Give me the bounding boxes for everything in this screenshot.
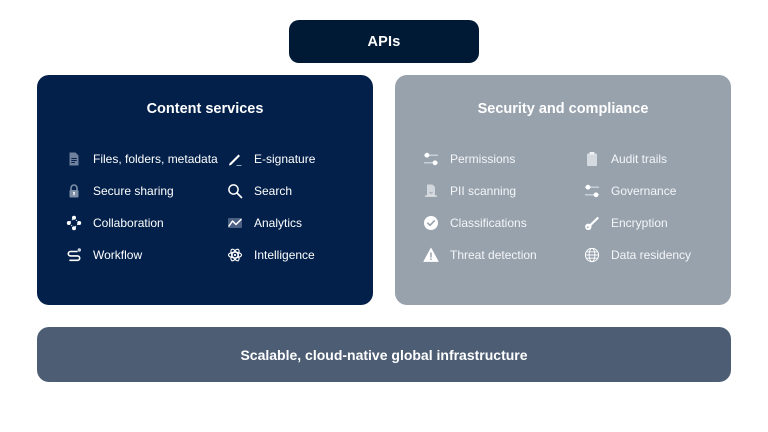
apis-box: APIs (289, 20, 479, 63)
content-item-secure-sharing: Secure sharing (66, 181, 174, 201)
content-item-e-signature: E-signature (227, 149, 315, 169)
security-compliance-panel: Security and compliance Permissions PII … (395, 75, 731, 305)
security-item-data-residency: Data residency (584, 245, 691, 265)
key-icon (584, 215, 600, 231)
search-icon (227, 183, 243, 199)
infrastructure-label: Scalable, cloud-native global infrastruc… (240, 346, 528, 363)
content-services-panel: Content services Files, folders, metadat… (37, 75, 373, 305)
security-item-label: Classifications (450, 216, 527, 230)
security-item-label: Data residency (611, 248, 692, 262)
document-scan-icon (423, 183, 439, 199)
security-item-label: Threat detection (450, 248, 537, 262)
content-item-files: Files, folders, metadata (66, 149, 218, 169)
security-item-label: PII scanning (450, 184, 517, 198)
check-circle-icon (423, 215, 439, 231)
content-item-label: Collaboration (93, 216, 164, 230)
pen-icon (227, 151, 243, 167)
content-item-label: E-signature (254, 152, 316, 166)
sliders-icon (423, 151, 439, 167)
clipboard-icon (584, 151, 600, 167)
document-icon (66, 151, 82, 167)
security-compliance-title: Security and compliance (477, 101, 649, 117)
atom-icon (227, 247, 243, 263)
security-item-label: Encryption (611, 216, 668, 230)
analytics-chart-icon (227, 215, 243, 231)
workflow-icon (66, 247, 82, 263)
content-item-label: Secure sharing (93, 184, 174, 198)
security-item-label: Governance (611, 184, 677, 198)
content-item-analytics: Analytics (227, 213, 302, 233)
security-item-pii-scanning: PII scanning (423, 181, 516, 201)
security-item-audit-trails: Audit trails (584, 149, 667, 169)
content-item-label: Files, folders, metadata (93, 152, 218, 166)
security-item-encryption: Encryption (584, 213, 668, 233)
content-item-label: Intelligence (254, 248, 315, 262)
content-item-intelligence: Intelligence (227, 245, 315, 265)
security-item-threat-detection: Threat detection (423, 245, 537, 265)
security-item-governance: Governance (584, 181, 676, 201)
globe-icon (584, 247, 600, 263)
lock-icon (66, 183, 82, 199)
security-item-label: Audit trails (611, 152, 668, 166)
collaboration-nodes-icon (66, 215, 82, 231)
content-services-title: Content services (146, 101, 264, 117)
content-item-label: Search (254, 184, 293, 198)
security-item-classifications: Classifications (423, 213, 527, 233)
security-item-label: Permissions (450, 152, 516, 166)
content-item-collaboration: Collaboration (66, 213, 164, 233)
content-item-label: Workflow (93, 248, 143, 262)
warning-triangle-icon (423, 247, 439, 263)
content-item-search: Search (227, 181, 292, 201)
apis-label: APIs (367, 33, 401, 50)
security-item-permissions: Permissions (423, 149, 515, 169)
content-item-workflow: Workflow (66, 245, 142, 265)
content-item-label: Analytics (254, 216, 303, 230)
infrastructure-bar: Scalable, cloud-native global infrastruc… (37, 327, 731, 382)
sliders-icon (584, 183, 600, 199)
